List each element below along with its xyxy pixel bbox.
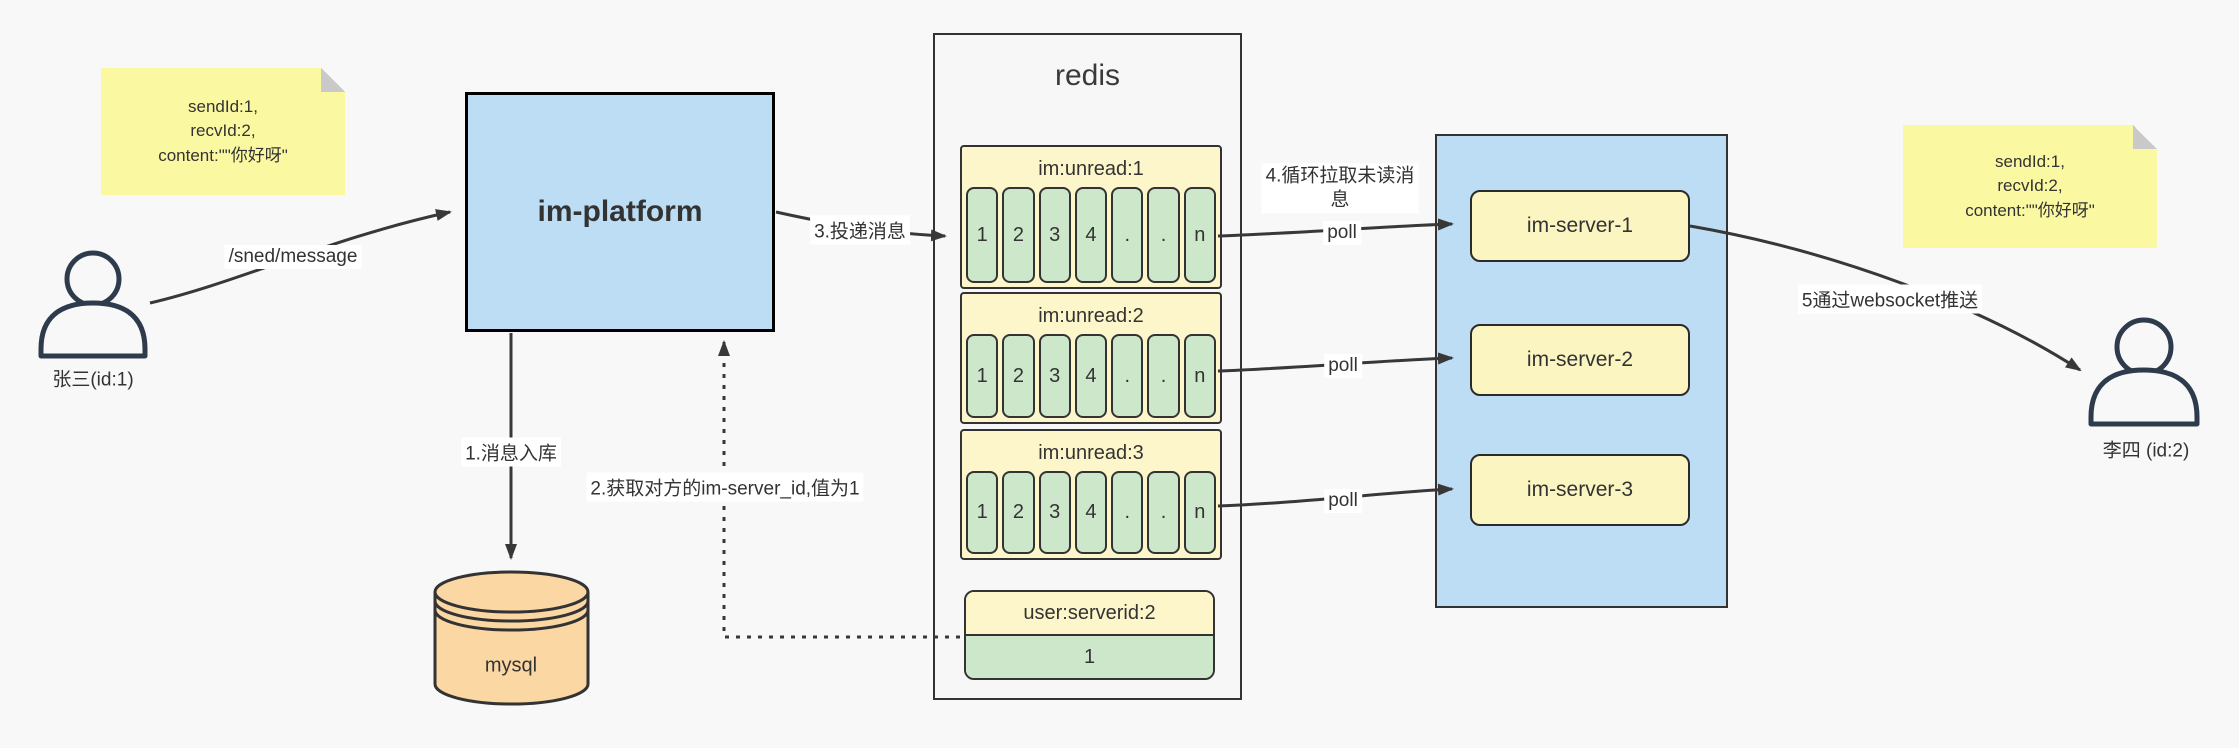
queue-cell: 1 <box>966 471 999 554</box>
im-server-label: im-server-1 <box>1526 214 1634 237</box>
im-server-label: im-server-2 <box>1526 348 1634 371</box>
poll-label-3: poll <box>1324 489 1362 513</box>
receiver-message-note: sendId:1, recvId:2, content:""你好呀" <box>1903 125 2157 248</box>
sender-user-icon-body <box>38 300 148 359</box>
queue-cell: . <box>1111 187 1144 283</box>
receiver-user-icon <box>2114 317 2174 377</box>
sender-message-note: sendId:1, recvId:2, content:""你好呀" <box>101 68 345 195</box>
queue-cells: 1 2 3 4 . . n <box>966 187 1216 283</box>
step4-label-line2: 息 <box>1330 189 1350 210</box>
note-line: sendId:1, <box>188 96 258 116</box>
mysql-cylinder-band <box>433 609 590 632</box>
note-line: recvId:2, <box>190 121 256 141</box>
poll-label-2: poll <box>1324 354 1362 378</box>
redis-panel: redis im:unread:1 1 2 3 4 . . n im:unrea… <box>933 33 1242 700</box>
queue-cell: n <box>1183 334 1216 418</box>
note-line: content:""你好呀" <box>1965 200 2095 220</box>
queue-cell: . <box>1111 471 1144 554</box>
unread-queue-3: im:unread:3 1 2 3 4 . . n <box>960 429 1222 560</box>
step4-label-line1: 4.循环拉取未读消 <box>1265 165 1415 187</box>
queue-header: im:unread:3 <box>1038 441 1144 464</box>
sender-label: 张三(id:1) <box>52 369 134 391</box>
queue-cell: 1 <box>966 334 999 418</box>
send-api-label: /sned/message <box>224 245 362 269</box>
queue-cells: 1 2 3 4 . . n <box>966 334 1216 418</box>
sender-user-icon <box>64 250 122 308</box>
queue-cell: n <box>1183 471 1216 554</box>
queue-cell: 3 <box>1038 334 1071 418</box>
user-serverid-value: 1 <box>966 636 1213 678</box>
mysql-label: mysql <box>484 654 538 677</box>
user-serverid-box: user:serverid:2 1 <box>964 590 1215 680</box>
queue-cell: 2 <box>1002 187 1035 283</box>
queue-cell: 3 <box>1038 187 1071 283</box>
receiver-user-icon-body <box>2088 367 2200 427</box>
im-server-3-box: im-server-3 <box>1470 454 1690 526</box>
queue-cell: 4 <box>1074 471 1108 554</box>
queue-header: im:unread:2 <box>1038 304 1144 327</box>
queue-cell: 4 <box>1074 334 1108 418</box>
poll-label-1: poll <box>1323 221 1361 245</box>
im-server-group: im-server-1 im-server-2 im-server-3 <box>1435 134 1728 608</box>
note-fold-corner <box>321 68 345 92</box>
im-server-label: im-server-3 <box>1526 478 1634 501</box>
queue-cell: . <box>1147 471 1180 554</box>
unread-queue-1: im:unread:1 1 2 3 4 . . n <box>960 145 1222 289</box>
im-platform-label: im-platform <box>537 195 703 228</box>
unread-queue-2: im:unread:2 1 2 3 4 . . n <box>960 292 1222 424</box>
step1-label: 1.消息入库 <box>461 437 561 467</box>
redis-title: redis <box>1054 59 1121 92</box>
queue-cell: 1 <box>966 187 999 283</box>
im-server-1-box: im-server-1 <box>1470 190 1690 262</box>
queue-cell: 4 <box>1074 187 1108 283</box>
im-server-2-box: im-server-2 <box>1470 324 1690 396</box>
mysql-cylinder-band <box>433 600 590 623</box>
note-line: sendId:1, <box>1995 151 2065 171</box>
mysql-cylinder-icon <box>433 592 590 706</box>
step3-label: 3.投递消息 <box>810 215 910 245</box>
step5-label: 5通过websocket推送 <box>1797 284 1983 314</box>
note-line: content:""你好呀" <box>158 145 288 165</box>
queue-cells: 1 2 3 4 . . n <box>966 471 1216 554</box>
step2-label: 2.获取对方的im-server_id,值为1 <box>586 472 864 502</box>
queue-cell: . <box>1111 334 1144 418</box>
queue-cell: n <box>1183 187 1216 283</box>
queue-cell: 3 <box>1038 471 1071 554</box>
queue-cell: . <box>1147 187 1180 283</box>
mysql-cylinder-top <box>433 570 590 614</box>
user-serverid-key: user:serverid:2 <box>966 592 1213 636</box>
queue-cell: 2 <box>1002 471 1035 554</box>
note-line: recvId:2, <box>1997 176 2063 196</box>
queue-cell: 2 <box>1002 334 1035 418</box>
note-fold-corner <box>2133 125 2157 149</box>
im-platform-box: im-platform <box>465 92 775 332</box>
queue-cell: . <box>1147 334 1180 418</box>
step4-label: 4.循环拉取未读消 息 <box>1261 163 1419 213</box>
receiver-label: 李四 (id:2) <box>2102 440 2190 462</box>
queue-header: im:unread:1 <box>1038 157 1144 180</box>
